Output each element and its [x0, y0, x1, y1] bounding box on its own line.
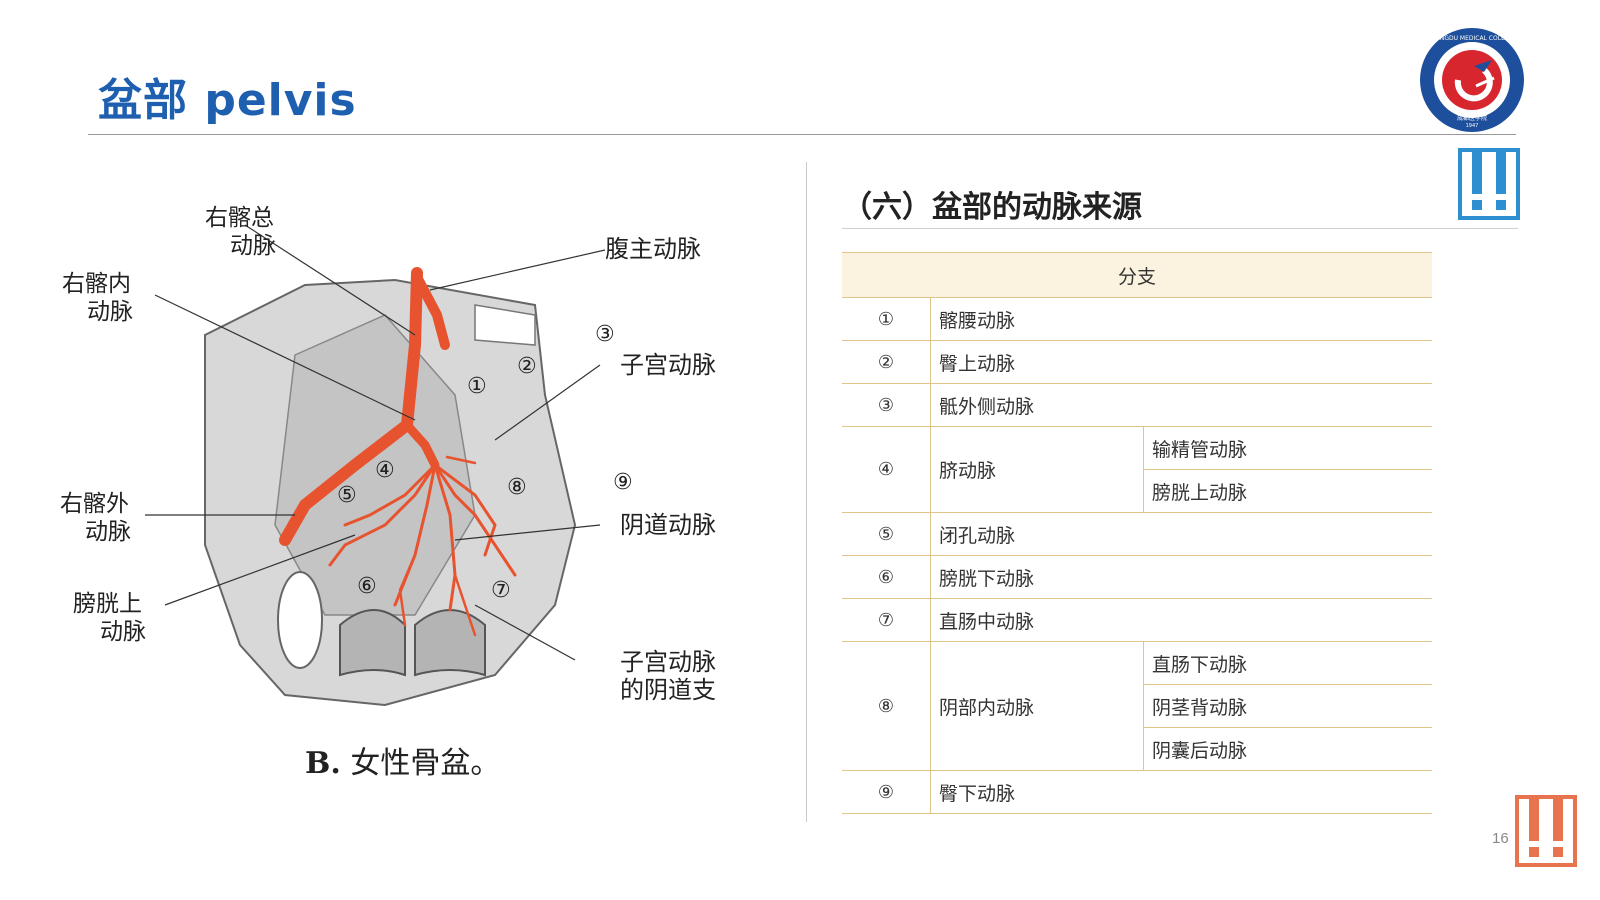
sacral-part-left	[340, 610, 405, 675]
label-internal-iliac-1: 右髂内	[62, 271, 131, 297]
sub-branch: 阴囊后动脉	[1144, 728, 1433, 771]
college-logo: 1947 成都医学院 CHENGDU MEDICAL COLLEGE	[1418, 26, 1526, 134]
branch-name: 臀下动脉	[931, 771, 1433, 814]
marker-9: ⑨	[613, 470, 633, 495]
row-number: ②	[842, 341, 931, 384]
branch-name: 骶外侧动脉	[931, 384, 1433, 427]
page-number: 16	[1492, 830, 1509, 847]
sub-branch: 直肠下动脉	[1144, 642, 1433, 685]
section-subtitle: （六）盆部的动脉来源	[842, 182, 1142, 226]
sacral-part-right	[415, 610, 485, 675]
branch-name: 髂腰动脉	[931, 298, 1433, 341]
table-row: ⑤ 闭孔动脉	[842, 513, 1432, 556]
obturator-foramen	[278, 572, 322, 668]
table-row: ④ 脐动脉 输精管动脉	[842, 427, 1432, 470]
branch-name: 闭孔动脉	[931, 513, 1433, 556]
branch-name: 脐动脉	[931, 427, 1144, 513]
row-number: ⑥	[842, 556, 931, 599]
marker-5: ⑤	[337, 483, 357, 508]
marker-4: ④	[375, 458, 395, 483]
table-row: ⑦ 直肠中动脉	[842, 599, 1432, 642]
caption-text: 女性骨盆。	[341, 746, 501, 781]
label-abdominal-aorta: 腹主动脉	[605, 235, 701, 263]
label-external-iliac-2: 动脉	[85, 519, 131, 545]
row-number: ④	[842, 427, 931, 513]
label-vaginal-artery: 阴道动脉	[620, 511, 716, 539]
marker-3: ③	[595, 322, 615, 347]
label-common-iliac-2: 动脉	[230, 233, 276, 259]
subtitle-divider	[842, 228, 1518, 229]
table-row: ⑧ 阴部内动脉 直肠下动脉	[842, 642, 1432, 685]
column-divider	[806, 162, 807, 822]
branch-name: 阴部内动脉	[931, 642, 1144, 771]
row-number: ③	[842, 384, 931, 427]
bookmark-icon-bottom	[1515, 795, 1577, 867]
table-row: ⑨ 臀下动脉	[842, 771, 1432, 814]
sub-branch: 阴茎背动脉	[1144, 685, 1433, 728]
marker-8: ⑧	[507, 475, 527, 500]
logo-year: 1947	[1466, 123, 1479, 129]
sub-branch: 输精管动脉	[1144, 427, 1433, 470]
branch-name: 直肠中动脉	[931, 599, 1433, 642]
row-number: ⑦	[842, 599, 931, 642]
diagram-caption: B. 女性骨盆。	[305, 738, 500, 782]
table-row: ③ 骶外侧动脉	[842, 384, 1432, 427]
label-vaginal-branch-2: 的阴道支	[620, 676, 716, 704]
logo-cn: 成都医学院	[1457, 114, 1487, 122]
table-header: 分支	[842, 253, 1432, 298]
row-number: ⑤	[842, 513, 931, 556]
branch-name: 臀上动脉	[931, 341, 1433, 384]
label-external-iliac-1: 右髂外	[60, 491, 129, 517]
row-number: ⑨	[842, 771, 931, 814]
label-internal-iliac-2: 动脉	[87, 299, 133, 325]
label-superior-vesical-2: 动脉	[100, 619, 146, 645]
slide-title: 盆部 pelvis	[98, 64, 357, 128]
marker-7: ⑦	[491, 578, 511, 603]
branch-name: 膀胱下动脉	[931, 556, 1433, 599]
label-superior-vesical-1: 膀胱上	[73, 591, 142, 617]
bookmark-icon	[1458, 148, 1520, 220]
sub-branch: 膀胱上动脉	[1144, 470, 1433, 513]
marker-1: ①	[467, 374, 487, 399]
row-number: ⑧	[842, 642, 931, 771]
caption-label: B.	[305, 746, 341, 781]
marker-6: ⑥	[357, 574, 377, 599]
pelvis-artery-diagram: 右髂总 动脉 腹主动脉 右髂内 动脉 子宫动脉 右髂外 动脉 阴道动脉 膀胱上 …	[55, 195, 755, 785]
label-common-iliac-1: 右髂总	[205, 205, 274, 231]
row-number: ①	[842, 298, 931, 341]
label-uterine-artery: 子宫动脉	[620, 351, 716, 379]
label-vaginal-branch-1: 子宫动脉	[620, 648, 716, 676]
artery-branch-table: 分支 ① 髂腰动脉 ② 臀上动脉 ③ 骶外侧动脉 ④ 脐动脉 输精管动脉 膀胱上…	[842, 252, 1432, 814]
title-divider	[88, 134, 1516, 135]
table-row: ① 髂腰动脉	[842, 298, 1432, 341]
logo-en: CHENGDU MEDICAL COLLEGE	[1427, 35, 1516, 42]
table-row: ② 臀上动脉	[842, 341, 1432, 384]
table-row: ⑥ 膀胱下动脉	[842, 556, 1432, 599]
marker-2: ②	[517, 354, 537, 379]
